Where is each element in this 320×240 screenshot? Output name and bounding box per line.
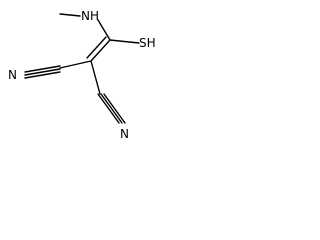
bond-methyl-n [59, 13, 81, 17]
nitrile-left-label: N [8, 68, 17, 82]
bond-c2-cl [59, 60, 92, 69]
bond-nitrile-left-2 [24, 68, 61, 76]
molecule-canvas: NH SH N N [0, 0, 164, 155]
bond-c1-c2-b [86, 36, 107, 59]
bond-c2-cr [90, 60, 101, 95]
bond-nitrile-left-1 [24, 65, 61, 73]
bond-c1-s [109, 39, 140, 44]
bond-nitrile-left-3 [24, 71, 61, 79]
bond-nitrile-right-3 [103, 93, 126, 124]
nitrile-right-label: N [120, 127, 129, 141]
bond-nitrile-right-1 [97, 93, 120, 124]
molecule-structure: NH SH N N [8, 9, 156, 141]
bond-c1-c2-a [90, 39, 111, 62]
bond-nitrile-right-2 [100, 93, 123, 124]
bond-n-c1 [97, 19, 111, 41]
amine-label: NH [81, 9, 99, 23]
thiol-label: SH [139, 36, 156, 50]
